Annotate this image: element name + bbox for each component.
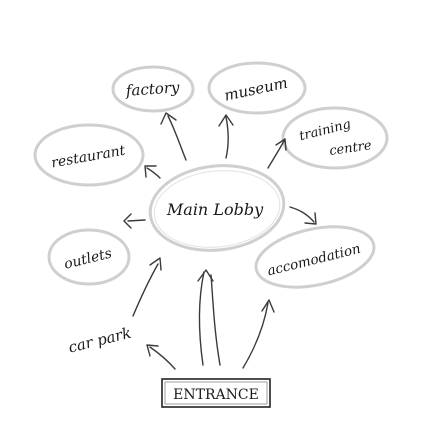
- main-lobby-node: Main Lobby: [148, 164, 286, 252]
- arrow-carpark-outlets-shaft: [132, 263, 159, 317]
- arrow-to-restaurant-shaft: [146, 167, 161, 179]
- outlets-ellipse: [47, 228, 131, 286]
- arrow-to-training-centre: [267, 138, 287, 169]
- factory-label: factory: [124, 78, 180, 100]
- arrow-to-outlets: [123, 213, 146, 229]
- training-centre-ellipse: [281, 106, 389, 170]
- arrow-entrance-carpark-shaft: [149, 346, 176, 370]
- arrow-to-training-shaft: [267, 140, 285, 169]
- main-lobby-ellipse-inner: [153, 170, 281, 248]
- restaurant-ellipse: [33, 123, 145, 187]
- arrow-to-accomodation: [289, 206, 317, 225]
- arrow-carpark-outlets-head: [149, 257, 162, 271]
- arrow-to-museum: [218, 114, 234, 159]
- arrow-entrance-lobby-right-shaft: [210, 274, 221, 366]
- arrow-to-museum-shaft: [225, 116, 229, 159]
- entrance-box-inner: [164, 381, 268, 405]
- arrow-to-factory-shaft: [167, 115, 187, 161]
- arrow-entrance-accom-shaft: [242, 302, 269, 369]
- arrow-entrance-to-accomodation: [242, 299, 275, 369]
- accomodation-ellipse: [254, 225, 376, 289]
- arrow-to-restaurant: [144, 165, 161, 179]
- main-lobby-label: Main Lobby: [166, 200, 264, 219]
- arrow-entrance-to-lobby: [197, 269, 221, 366]
- arrow-to-accomodation-head: [304, 212, 317, 225]
- arrow-to-factory-head: [160, 112, 177, 125]
- arrow-entrance-lobby-left-shaft: [198, 271, 205, 366]
- arrow-to-museum-head: [218, 114, 234, 127]
- training-centre-node: training centre: [281, 106, 389, 170]
- factory-node: factory: [111, 65, 195, 113]
- arrow-entrance-to-carpark: [146, 344, 176, 370]
- arrow-entrance-carpark-head: [146, 344, 159, 357]
- arrow-to-factory: [160, 112, 187, 161]
- museum-ellipse: [207, 61, 307, 115]
- arrow-entrance-lobby-head: [197, 269, 214, 282]
- entrance-box: ENTRANCE: [161, 378, 271, 408]
- arrow-to-outlets-shaft: [127, 219, 146, 222]
- restaurant-node: restaurant: [33, 123, 145, 187]
- entrance-box-outer: [161, 378, 271, 408]
- centre-label: centre: [328, 138, 372, 159]
- accomodation-node: accomodation: [254, 225, 376, 289]
- museum-node: museum: [207, 61, 307, 115]
- arrow-carpark-to-outlets: [132, 257, 162, 317]
- main-lobby-ellipse: [148, 164, 286, 252]
- arrow-to-restaurant-head: [144, 165, 157, 178]
- outlets-node: outlets: [47, 228, 131, 286]
- arrow-to-accomodation-shaft: [289, 206, 315, 223]
- car-park-label: car park: [67, 324, 134, 357]
- arrow-entrance-accom-head: [261, 299, 275, 313]
- factory-ellipse: [111, 65, 195, 113]
- entrance-label: ENTRANCE: [173, 387, 259, 403]
- arrow-to-outlets-head: [123, 213, 132, 229]
- arrow-to-training-head: [275, 138, 287, 151]
